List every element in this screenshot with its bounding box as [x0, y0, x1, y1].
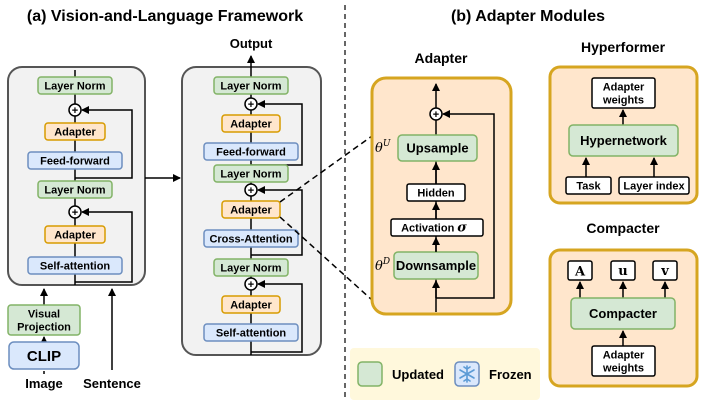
legend-updated-swatch: [357, 361, 383, 387]
compacter-vector-v: [652, 260, 678, 281]
decoder-self-attention: [203, 323, 299, 342]
downsample-label: Downsample: [396, 258, 476, 273]
encoder-layer-norm-top-label: Layer Norm: [44, 81, 105, 93]
adapter-residual: [436, 110, 495, 299]
zoom-line-bottom: [279, 216, 373, 301]
legend-updated-label: Updated: [392, 367, 444, 382]
header-left: (a) Vision-and-Language Framework: [27, 8, 303, 25]
decoder-add-1-symbol: +: [248, 99, 254, 111]
encoder-feed-forward-label: Feed-forward: [40, 156, 110, 168]
decoder-layer-norm-2-label: Layer Norm: [220, 169, 281, 181]
encoder-adapter-bottom: [44, 225, 106, 244]
decoder-adapter-2: [221, 200, 281, 219]
decoder-add-3-icon: [244, 277, 258, 291]
encoder-adapter-bottom-label: Adapter: [54, 230, 96, 242]
decoder-adapter-3: [221, 295, 281, 314]
decoder-adapter-1-label: Adapter: [230, 119, 272, 131]
task-label: Task: [576, 181, 601, 193]
encoder-panel: [7, 66, 146, 286]
compacter-title: Compacter: [586, 220, 660, 236]
compacter-matrix-a: [567, 260, 593, 281]
encoder-self-attention: [27, 256, 123, 275]
decoder-residual-mid: [251, 186, 303, 256]
legend-panel: [350, 348, 540, 400]
adapter-add-symbol: +: [433, 109, 439, 121]
compacter-vector-u: [610, 260, 636, 281]
encoder-add-bottom-symbol: +: [72, 207, 78, 219]
layer-index-block: [618, 176, 690, 195]
visual-projection-label-line2: Projection: [17, 322, 71, 334]
compacter-vector-u-label: u: [618, 264, 627, 279]
compacter-weights-line2: weights: [602, 363, 644, 375]
decoder-feed-forward: [203, 142, 299, 161]
hyperformer-title: Hyperformer: [581, 39, 666, 55]
decoder-layer-norm-1-label: Layer Norm: [220, 81, 281, 93]
decoder-add-3-symbol: +: [248, 279, 254, 291]
decoder-cross-attention-label: Cross-Attention: [209, 234, 292, 246]
sentence-label: Sentence: [83, 376, 141, 391]
visual-projection: [7, 304, 81, 336]
activation-block: [390, 218, 484, 237]
clip-encoder: [8, 341, 80, 370]
encoder-adapter-top: [44, 122, 106, 141]
decoder-layer-norm-2: [213, 164, 289, 183]
encoder-add-bottom-icon: [68, 205, 82, 219]
encoder-self-attention-label: Self-attention: [40, 261, 111, 273]
decoder-add-1-icon: [244, 97, 258, 111]
compacter-block-label: Compacter: [589, 306, 657, 321]
hypernetwork-block: [568, 124, 679, 157]
image-label: Image: [25, 376, 63, 391]
hyperformer-weights-line2: weights: [602, 95, 644, 107]
encoder-layer-norm-top: [37, 76, 113, 95]
legend-frozen-label: Frozen: [489, 367, 532, 382]
hypernetwork-label: Hypernetwork: [580, 133, 667, 148]
decoder-self-attention-label: Self-attention: [216, 328, 287, 340]
decoder-feed-forward-label: Feed-forward: [216, 147, 286, 159]
decoder-adapter-3-label: Adapter: [230, 300, 272, 312]
compacter-matrix-a-label: A: [574, 265, 586, 280]
decoder-adapter-2-label: Adapter: [230, 205, 272, 217]
adapter-module-title: Adapter: [415, 50, 468, 66]
encoder-layer-norm-mid-label: Layer Norm: [44, 185, 105, 197]
decoder-cross-attention: [203, 229, 299, 248]
header-right: (b) Adapter Modules: [451, 8, 605, 25]
compacter-weights-line1: Adapter: [603, 350, 645, 362]
encoder-residual-bottom: [75, 208, 133, 283]
decoder-layer-norm-1: [213, 76, 289, 95]
zoom-line-top: [279, 135, 373, 203]
theta-d-symbol: θD: [375, 257, 390, 274]
layer-index-label: Layer index: [623, 181, 685, 193]
encoder-residual-top: [75, 106, 133, 179]
theta-u-symbol: θU: [375, 139, 391, 156]
encoder-layer-norm-mid: [37, 180, 113, 199]
compacter-block: [570, 297, 676, 330]
decoder-residual-bottom: [251, 280, 303, 353]
visual-projection-label-line1: Visual: [28, 309, 60, 321]
decoder-layer-norm-3: [213, 258, 289, 277]
clip-label: CLIP: [27, 348, 61, 365]
encoder-add-top-symbol: +: [72, 105, 78, 117]
encoder-adapter-top-label: Adapter: [54, 127, 96, 139]
compacter-adapter-weights: [591, 345, 656, 377]
hyperformer-adapter-weights: [591, 77, 656, 109]
snowflake-icon: [459, 365, 475, 383]
compacter-vector-v-label: v: [660, 264, 669, 279]
hidden-label: Hidden: [417, 188, 455, 200]
hyperformer-weights-line1: Adapter: [603, 82, 645, 94]
adapter-add-icon: [429, 107, 443, 121]
decoder-add-2-symbol: +: [248, 185, 254, 197]
decoder-adapter-1: [221, 114, 281, 133]
output-label: Output: [230, 36, 273, 51]
task-block: [565, 176, 612, 195]
encoder-add-top-icon: [68, 103, 82, 117]
decoder-layer-norm-3-label: Layer Norm: [220, 263, 281, 275]
upsample-block: [397, 134, 478, 162]
encoder-feed-forward: [27, 151, 123, 170]
decoder-add-2-icon: [244, 183, 258, 197]
upsample-label: Upsample: [406, 141, 468, 156]
